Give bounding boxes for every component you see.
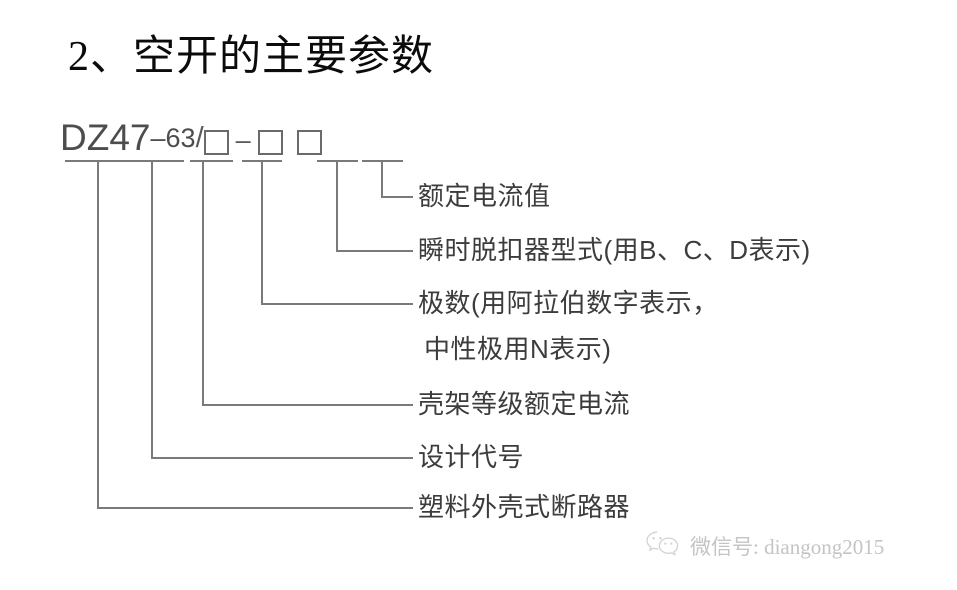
label-frame-current: 壳架等级额定电流: [418, 389, 631, 419]
code-box-trip: [257, 130, 283, 155]
code-dash-2: –: [235, 125, 251, 156]
page-title: 2、空开的主要参数: [68, 34, 435, 80]
code-box-current: [296, 130, 322, 155]
wechat-icon: [645, 530, 681, 561]
label-design-code: 设计代号: [418, 442, 525, 472]
leader-breaker-type: [97, 160, 413, 509]
label-trip-type: 瞬时脱扣器型式(用B、C、D表示): [418, 235, 811, 265]
code-series: DZ47: [60, 117, 151, 158]
leader-design-code: [151, 160, 413, 459]
leader-trip-type: [336, 160, 413, 252]
code-box-poles: [203, 130, 229, 155]
label-breaker-type: 塑料外壳式断路器: [418, 492, 631, 522]
wechat-watermark: 微信号: diangong2015: [645, 530, 884, 561]
model-designation-code: DZ47–63/–: [60, 116, 322, 162]
label-rated-current: 额定电流值: [418, 181, 551, 211]
code-frame: 63: [165, 123, 196, 153]
label-poles-line1: 极数(用阿拉伯数字表示，: [418, 288, 719, 318]
code-slash: /: [195, 122, 204, 154]
label-poles-line2: 中性极用N表示): [424, 334, 612, 364]
leader-rated-current: [381, 160, 413, 198]
leader-frame-current: [202, 160, 413, 406]
watermark-text: 微信号: diangong2015: [690, 534, 885, 559]
leader-poles: [261, 160, 413, 305]
code-dash-1: –: [150, 123, 166, 153]
